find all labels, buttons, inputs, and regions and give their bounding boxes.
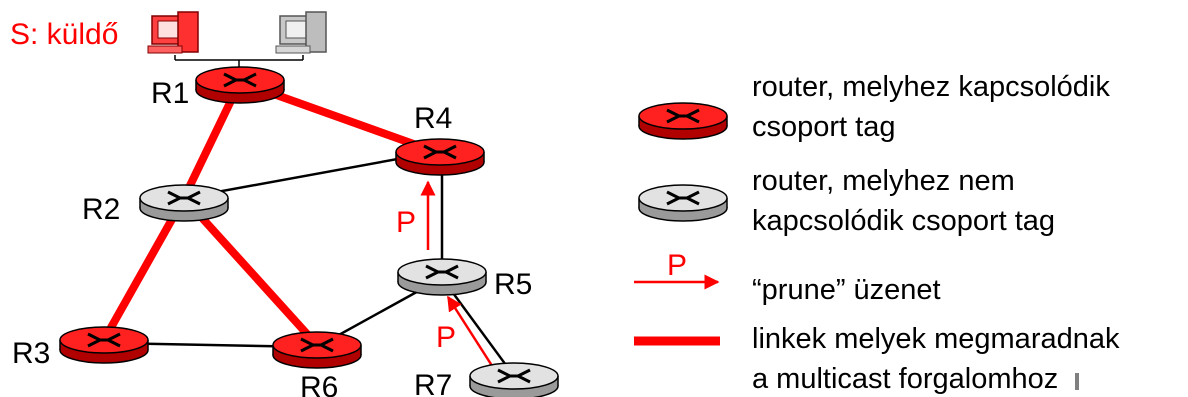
- sender-label: S: küldő: [10, 18, 118, 51]
- router-label-r2: R2: [82, 193, 120, 226]
- router-label-r1: R1: [151, 77, 189, 110]
- router-r3: [58, 325, 150, 365]
- red-computer-icon: [147, 11, 199, 54]
- prune-arrow-r7-r5: P: [436, 295, 498, 373]
- router-label-r3: R3: [12, 337, 50, 370]
- gray-computer-icon: [275, 11, 327, 54]
- legend-member-router-icon: [637, 101, 729, 141]
- link-r2-r4: [183, 150, 437, 200]
- router-r4: [394, 137, 486, 177]
- legend-nonmember-router-icon: [637, 183, 729, 223]
- router-r7: [468, 361, 560, 397]
- router-label-r5: R5: [494, 268, 532, 301]
- legend-kept-line2: a multicast forgalomhoz: [752, 363, 1058, 395]
- router-r1: [194, 65, 286, 105]
- router-label-r6: R6: [300, 371, 338, 397]
- legend-kept-line1: linkek melyek megmaradnak: [752, 323, 1120, 355]
- text-cursor-mark: [1075, 373, 1079, 390]
- router-r2: [138, 183, 230, 223]
- link-r2-r3: [100, 194, 188, 344]
- legend-prune-text: “prune” üzenet: [752, 274, 941, 306]
- link-r2-r6: [180, 194, 321, 349]
- legend-prune-label: P: [667, 249, 687, 282]
- legend-member-line1: router, melyhez kapcsolódik: [752, 71, 1110, 103]
- router-label-r7: R7: [414, 369, 452, 397]
- router-r6: [271, 330, 363, 370]
- prune-arrow-r5-r4: P: [396, 180, 436, 250]
- router-r5: [396, 257, 488, 297]
- prune-label: P: [396, 206, 416, 239]
- prune-label: P: [436, 321, 456, 354]
- legend-nonmember-line1: router, melyhez nem: [752, 165, 1015, 197]
- router-label-r4: R4: [414, 102, 452, 135]
- legend: router, melyhez kapcsolódik csoport tag …: [634, 71, 1120, 395]
- legend-nonmember-line2: kapcsolódik csoport tag: [752, 205, 1055, 237]
- legend-member-line2: csoport tag: [752, 111, 895, 143]
